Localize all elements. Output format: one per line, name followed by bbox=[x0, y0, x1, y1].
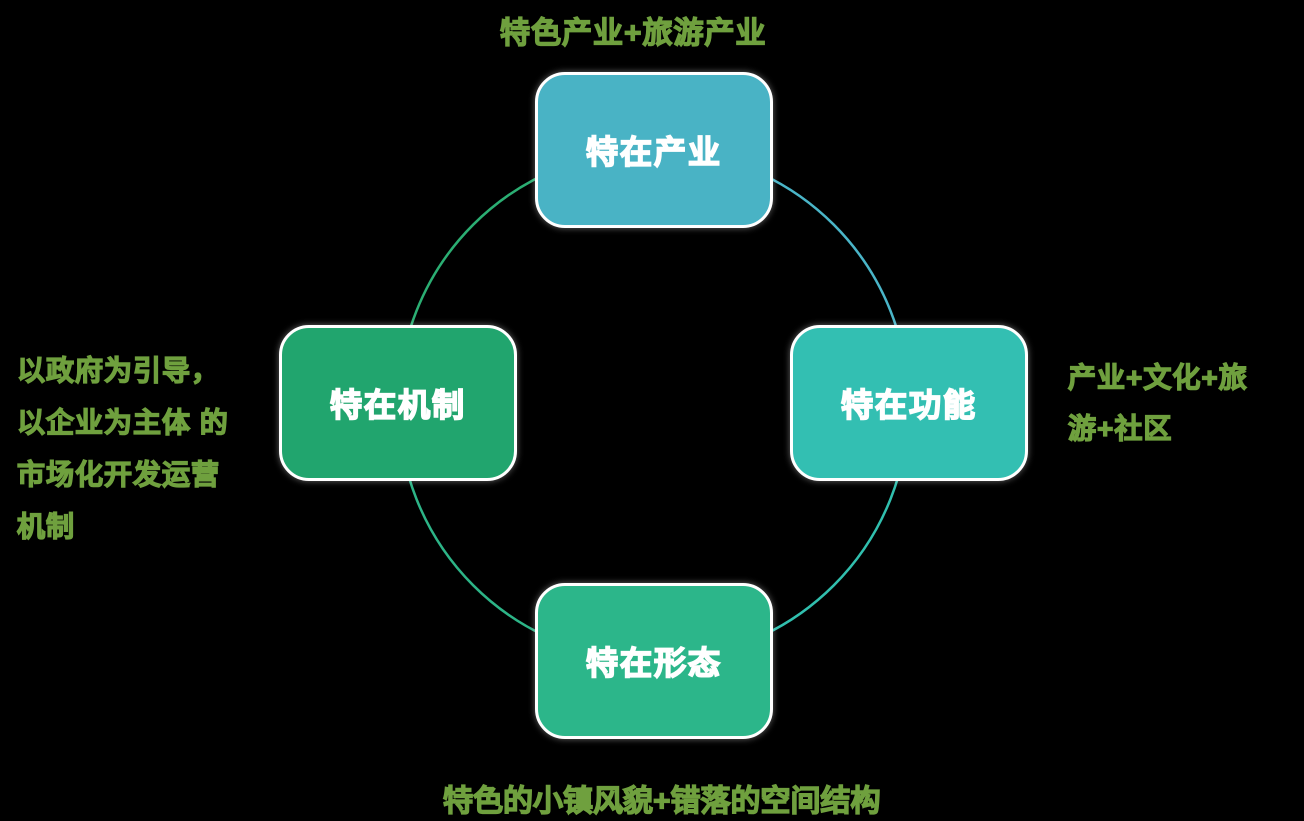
node-function: 特在功能 bbox=[790, 325, 1028, 481]
node-mechanism-label: 特在机制 bbox=[329, 386, 466, 424]
annotation-top: 特色产业+旅游产业 bbox=[499, 16, 767, 50]
node-industry-label: 特在产业 bbox=[585, 133, 722, 171]
node-form: 特在形态 bbox=[535, 583, 773, 739]
node-function-label: 特在功能 bbox=[840, 386, 977, 424]
node-mechanism: 特在机制 bbox=[279, 325, 517, 481]
node-form-label: 特在形态 bbox=[585, 644, 722, 682]
annotation-bottom: 特色的小镇风貌+错落的空间结构 bbox=[442, 784, 881, 818]
node-industry: 特在产业 bbox=[535, 72, 773, 228]
annotation-left: 以政府为引导， 以企业为主体 的 市场化开发运营 机制 bbox=[16, 354, 229, 542]
annotation-right: 产业+文化+旅 游+社区 bbox=[1067, 361, 1248, 444]
